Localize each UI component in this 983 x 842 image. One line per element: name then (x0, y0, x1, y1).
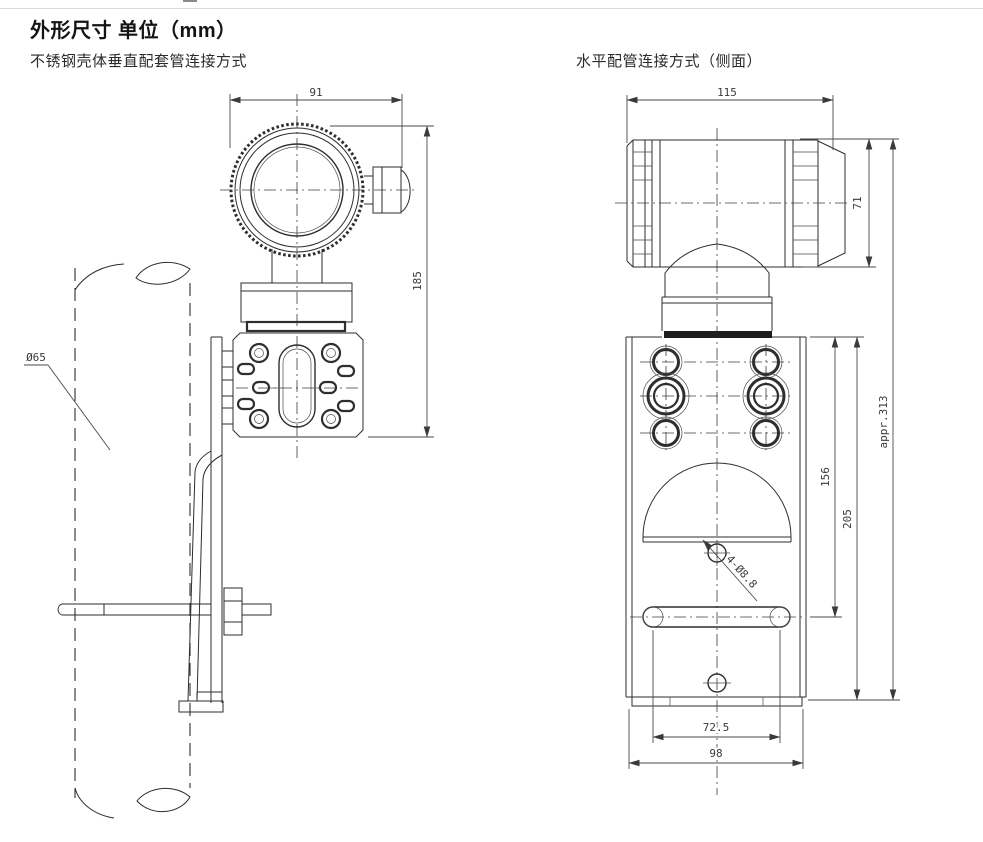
u-bolt-clamp (57, 587, 272, 636)
bolt-hole-callout: 4-Ø8.8 (702, 539, 762, 602)
dim-185-text: 185 (411, 271, 424, 291)
left-view: Ø65 (24, 84, 434, 819)
page-title: 外形尺寸 单位（mm） (30, 20, 237, 42)
cable-gland (364, 166, 411, 214)
housing-neck (240, 249, 353, 333)
dim-72-5: 72.5 (652, 630, 781, 743)
dim-appr313: appr.313 (808, 138, 900, 701)
right-view-caption: 水平配管连接方式（侧面） (576, 53, 763, 70)
bracket-dome-cutout (642, 462, 792, 543)
dim-appr313-text: appr.313 (877, 396, 890, 449)
dim-115: 115 (626, 84, 834, 150)
neck-dome (661, 243, 773, 338)
transmitter-head (220, 94, 417, 458)
pipe-diameter-label: Ø65 (24, 349, 111, 451)
dim-156-text: 156 (819, 467, 832, 487)
mounting-bracket-left (178, 336, 234, 713)
dim-205: 205 (839, 336, 861, 701)
process-flange (232, 332, 364, 438)
right-view: 4-Ø8.8 115 (615, 84, 900, 795)
mounting-bracket-right (625, 336, 807, 707)
dim-91-text: 91 (309, 86, 322, 99)
mounting-pipe (74, 261, 191, 819)
dim-115-text: 115 (717, 86, 737, 99)
dim-91: 91 (229, 84, 403, 168)
bracket-slot (630, 606, 804, 628)
dim-holes-text: 4-Ø8.8 (723, 553, 759, 591)
dim-156: 156 (810, 336, 864, 618)
dim-71-text: 71 (851, 196, 864, 209)
dim-185: 185 (330, 125, 434, 438)
page-top-artifact (183, 0, 197, 2)
flange-bolts (640, 344, 792, 451)
left-view-caption: 不锈钢壳体垂直配套管连接方式 (30, 53, 248, 70)
dim-98: 98 (628, 709, 804, 769)
lower-hole (703, 673, 731, 693)
dim-71: 71 (800, 138, 899, 268)
dim-72-5-text: 72.5 (703, 721, 730, 734)
dim-pipe-dia-text: Ø65 (26, 351, 46, 364)
dim-205-text: 205 (841, 509, 854, 529)
housing-side (615, 128, 856, 795)
dim-98-text: 98 (709, 747, 722, 760)
page-top-divider (0, 8, 983, 9)
